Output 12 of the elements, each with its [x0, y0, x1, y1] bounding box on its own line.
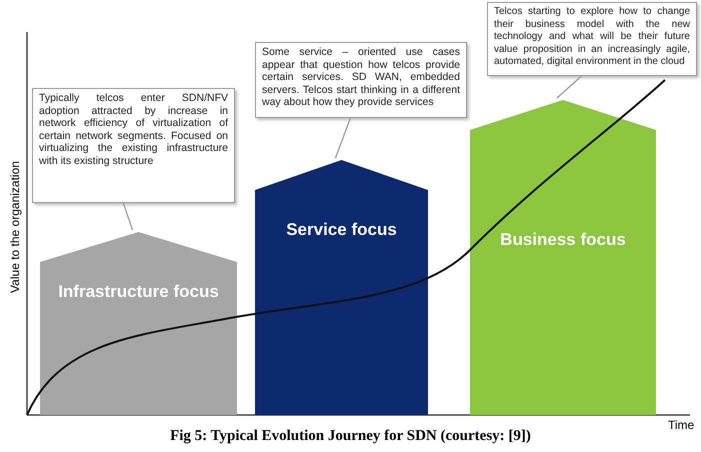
axis-title: Time	[668, 418, 694, 432]
house-shape	[40, 232, 237, 415]
axis-title: Value to the organization	[8, 160, 22, 295]
house-shape	[470, 100, 656, 415]
house-label: Service focus	[285, 220, 398, 240]
callout-box: Typically telcos enter SDN/NFV adoption attracted by increase in network efficiency of virtualization of certain network segments. Focused on virtualizing the existing infrastructure with its existing structure	[32, 88, 235, 203]
figure-caption: Fig 5: Typical Evolution Journey for SDN (courtesy: [9])	[169, 428, 532, 445]
house-label: Infrastructure focus	[57, 282, 220, 302]
callout-box: Some service – oriented use cases appear that question how telcos provide certain services. SD WAN, embedded servers. Telcos start thinking in a different way about how they provide services	[255, 42, 467, 118]
callout-box: Telcos starting to explore how to change their business model with the new technology and what will be their future value proposition in an increasingly agile, automated, digital environment in the cloud	[487, 2, 697, 76]
house-label: Business focus	[499, 230, 627, 250]
house-shape	[255, 160, 428, 415]
